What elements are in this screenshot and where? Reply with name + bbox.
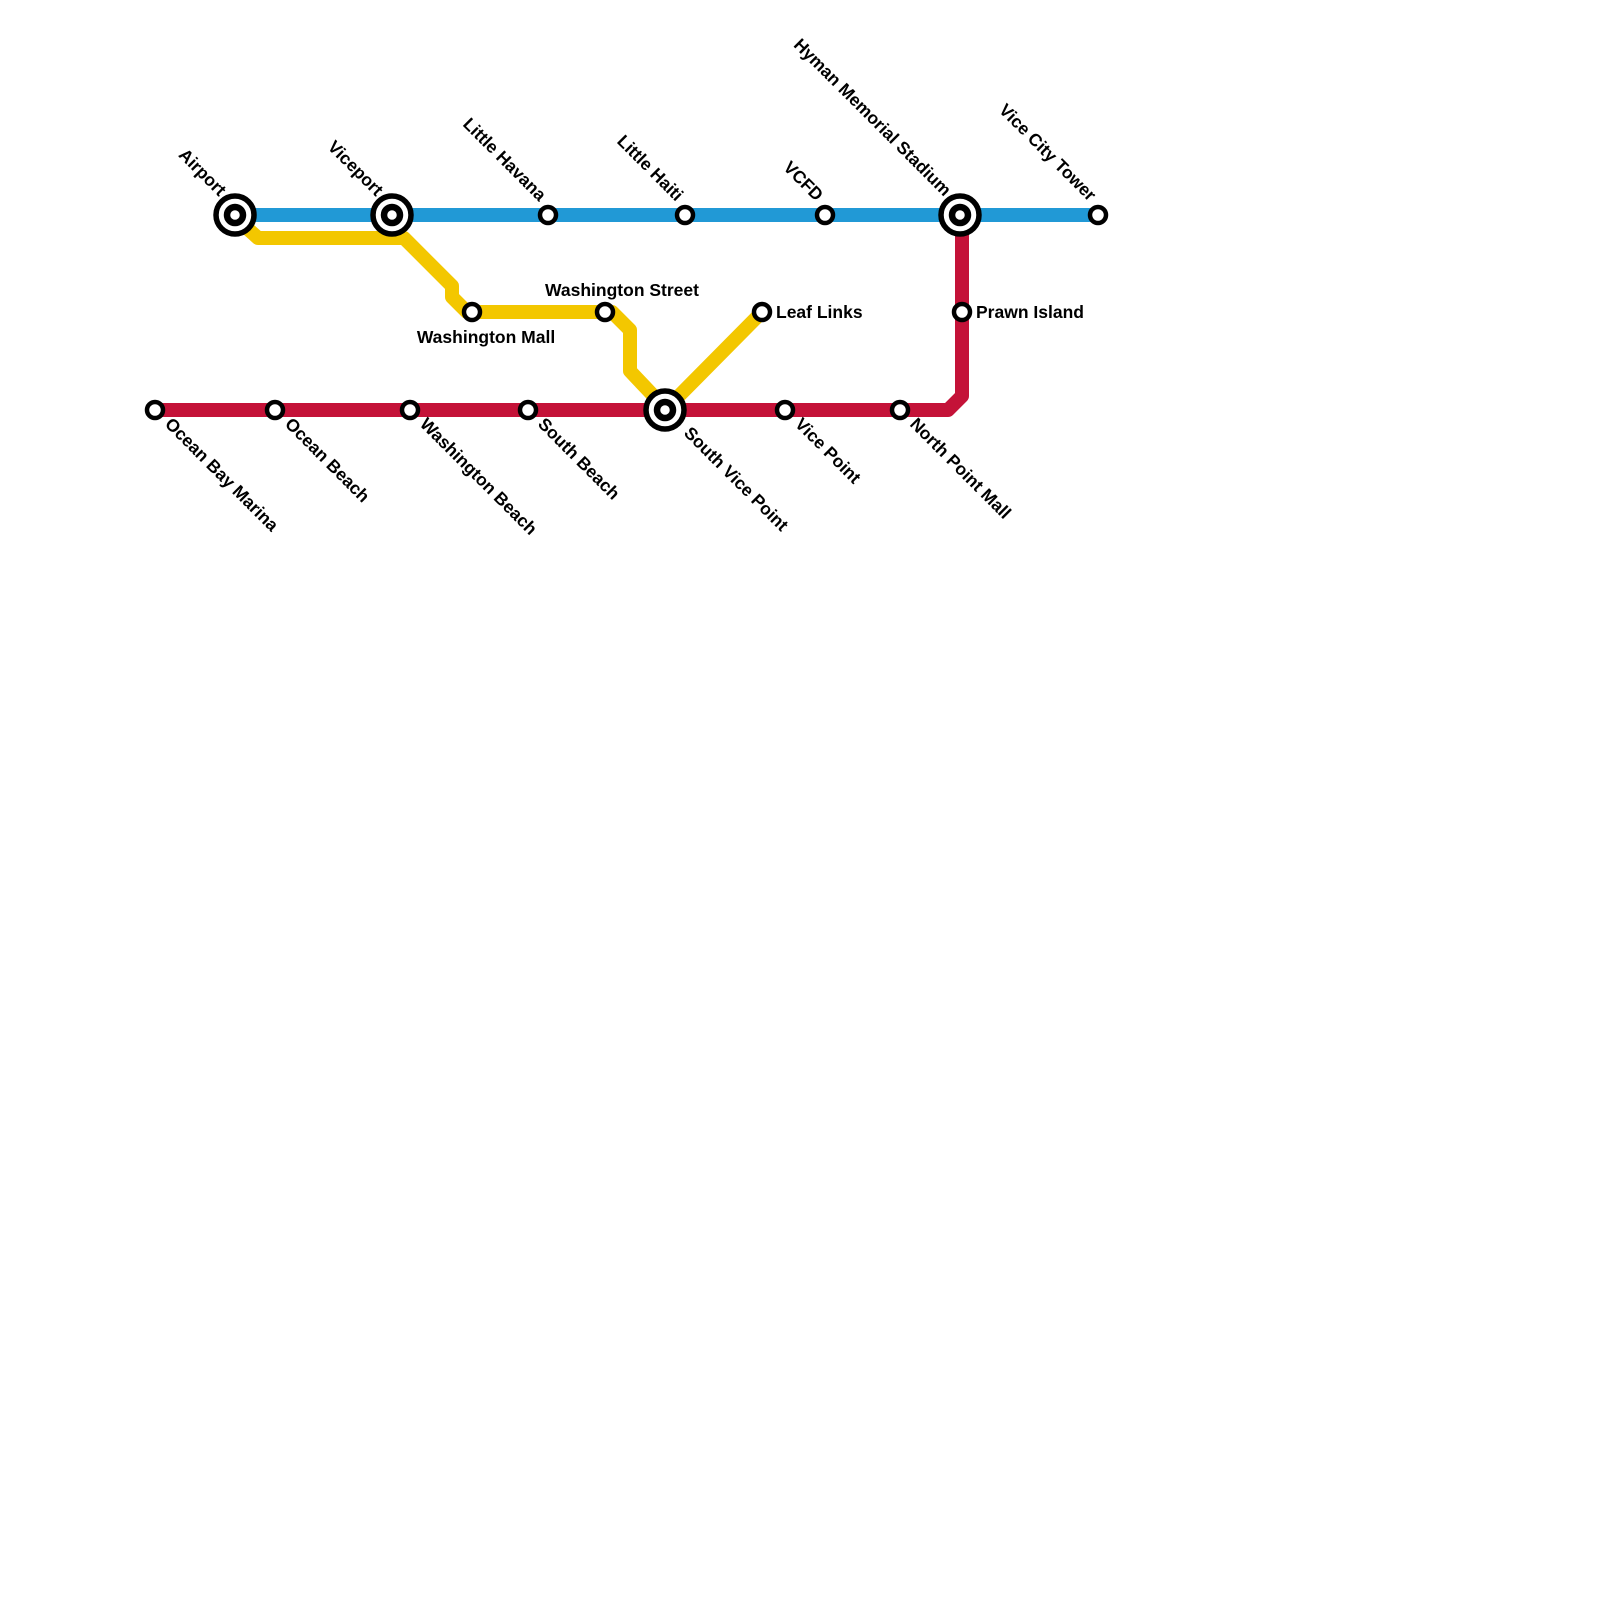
station-marker: [774, 399, 796, 421]
station-north-point-mall: North Point Mall: [889, 399, 1015, 523]
interchange-station-marker-inner: [380, 203, 404, 227]
station-vice-city-tower: Vice City Tower: [995, 100, 1109, 226]
station-label-hyman-memorial-stadium: Hyman Memorial Stadium: [790, 34, 955, 199]
station-washington-mall: Washington Mall: [417, 301, 555, 347]
station-marker: [751, 301, 773, 323]
station-label-north-point-mall: North Point Mall: [906, 414, 1015, 523]
station-marker: [461, 301, 483, 323]
station-marker: [144, 399, 166, 421]
station-label-prawn-island: Prawn Island: [976, 302, 1084, 322]
station-marker: [264, 399, 286, 421]
station-marker: [889, 399, 911, 421]
station-label-ocean-bay-marina: Ocean Bay Marina: [161, 414, 283, 536]
station-marker: [674, 204, 696, 226]
station-south-beach: South Beach: [517, 399, 624, 504]
station-marker: [517, 399, 539, 421]
station-label-leaf-links: Leaf Links: [776, 302, 863, 322]
yellow-line-branch: [658, 307, 767, 417]
station-label-washington-mall: Washington Mall: [417, 327, 555, 347]
station-label-washington-beach: Washington Beach: [416, 414, 541, 539]
station-ocean-beach: Ocean Beach: [264, 399, 374, 507]
station-hyman-memorial-stadium: Hyman Memorial Stadium: [790, 34, 982, 237]
station-label-south-beach: South Beach: [534, 414, 624, 504]
interchange-station-marker-inner: [223, 203, 247, 227]
station-label-viceport: Viceport: [324, 136, 388, 200]
station-washington-street: Washington Street: [545, 280, 699, 323]
station-label-south-vice-point: South Vice Point: [680, 423, 792, 535]
station-prawn-island: Prawn Island: [951, 301, 1084, 323]
station-little-havana: Little Havana: [459, 114, 559, 226]
station-marker: [951, 301, 973, 323]
station-label-vcfd: VCFD: [779, 157, 827, 205]
station-label-ocean-beach: Ocean Beach: [281, 414, 374, 507]
station-airport: Airport: [175, 144, 257, 237]
yellow-line: [230, 212, 672, 415]
station-washington-beach: Washington Beach: [399, 399, 541, 539]
station-label-vice-point: Vice Point: [791, 414, 865, 488]
station-leaf-links: Leaf Links: [751, 301, 863, 323]
station-ocean-bay-marina: Ocean Bay Marina: [144, 399, 283, 536]
station-label-little-havana: Little Havana: [459, 114, 550, 205]
interchange-station-marker-inner: [948, 203, 972, 227]
station-label-airport: Airport: [175, 144, 231, 200]
station-marker: [399, 399, 421, 421]
station-label-little-haiti: Little Haiti: [613, 131, 687, 205]
station-marker: [814, 204, 836, 226]
interchange-station-marker-inner: [653, 398, 677, 422]
station-label-washington-street: Washington Street: [545, 280, 699, 300]
station-marker: [1087, 204, 1109, 226]
station-marker: [537, 204, 559, 226]
station-label-vice-city-tower: Vice City Tower: [995, 100, 1100, 205]
station-marker: [594, 301, 616, 323]
